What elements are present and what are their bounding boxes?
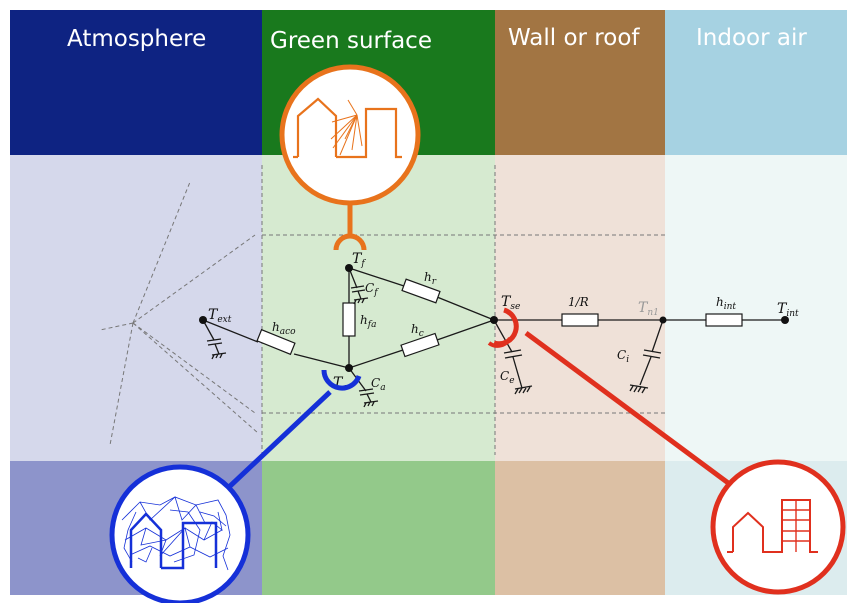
label-h-c: hc xyxy=(411,322,424,339)
capacitor-c-e xyxy=(503,349,533,395)
label-h-int: hint xyxy=(716,295,736,312)
radiation-callout xyxy=(279,64,421,251)
label-t-f: Tf xyxy=(352,251,366,269)
label-one-r: 1/R xyxy=(568,295,589,309)
column-title-indoor-air: Indoor air xyxy=(696,25,807,51)
label-h-r: hr xyxy=(424,270,437,287)
capacitor-ext xyxy=(206,338,227,360)
label-c-i: Ci xyxy=(617,348,629,365)
resistor-h-fa xyxy=(342,302,356,337)
capacitor-c-f xyxy=(350,285,369,305)
indoor-air-middle xyxy=(665,155,847,461)
node-t-ext xyxy=(199,316,207,324)
atmosphere-header xyxy=(10,10,262,155)
wall-roof-middle xyxy=(495,155,665,461)
resistor-one-r xyxy=(561,313,599,327)
node-t-int xyxy=(781,316,789,324)
resistor-h-int xyxy=(705,313,743,327)
resistor-h-aco xyxy=(256,328,296,356)
column-title-green-surface: Green surface xyxy=(270,28,432,54)
node-t-f xyxy=(345,264,353,272)
dashed-guides xyxy=(99,165,665,455)
atmosphere-middle xyxy=(10,155,262,461)
label-t-se: Tse xyxy=(501,294,520,312)
wall-roof-header xyxy=(495,10,665,155)
label-h-aco: haco xyxy=(272,320,296,337)
capacitors xyxy=(206,285,662,408)
label-c-e: Ce xyxy=(500,369,515,386)
green-surface-bottom xyxy=(262,461,495,595)
air-mixing-icon xyxy=(121,496,231,571)
resistors xyxy=(256,278,743,358)
resistor-h-r xyxy=(401,278,441,304)
node-t-se xyxy=(490,316,498,324)
label-t-ext: Text xyxy=(208,307,232,325)
green-surface-middle xyxy=(262,155,495,461)
indoor-air-header xyxy=(665,10,847,155)
radiation-icon xyxy=(293,97,402,159)
label-t-int: Tint xyxy=(777,301,799,319)
capacitor-c-a xyxy=(358,388,379,408)
column-title-wall-roof: Wall or roof xyxy=(508,25,640,51)
label-h-fa: hfa xyxy=(360,313,376,330)
column-title-atmosphere: Atmosphere xyxy=(67,26,207,52)
label-c-f: Cf xyxy=(365,281,379,298)
air-mixing-callout xyxy=(109,369,362,603)
capacitor-c-i xyxy=(629,349,662,394)
resistor-h-c xyxy=(400,332,440,358)
indoor-building-icon xyxy=(727,499,818,553)
indoor-callout xyxy=(487,307,846,595)
wall-roof-bottom xyxy=(495,461,665,595)
node-t-a xyxy=(345,364,353,372)
label-c-a: Ca xyxy=(371,376,386,393)
node-t-n1 xyxy=(659,316,667,324)
circuit-nodes xyxy=(199,264,789,372)
label-t-n1: Tn1 xyxy=(638,300,659,318)
